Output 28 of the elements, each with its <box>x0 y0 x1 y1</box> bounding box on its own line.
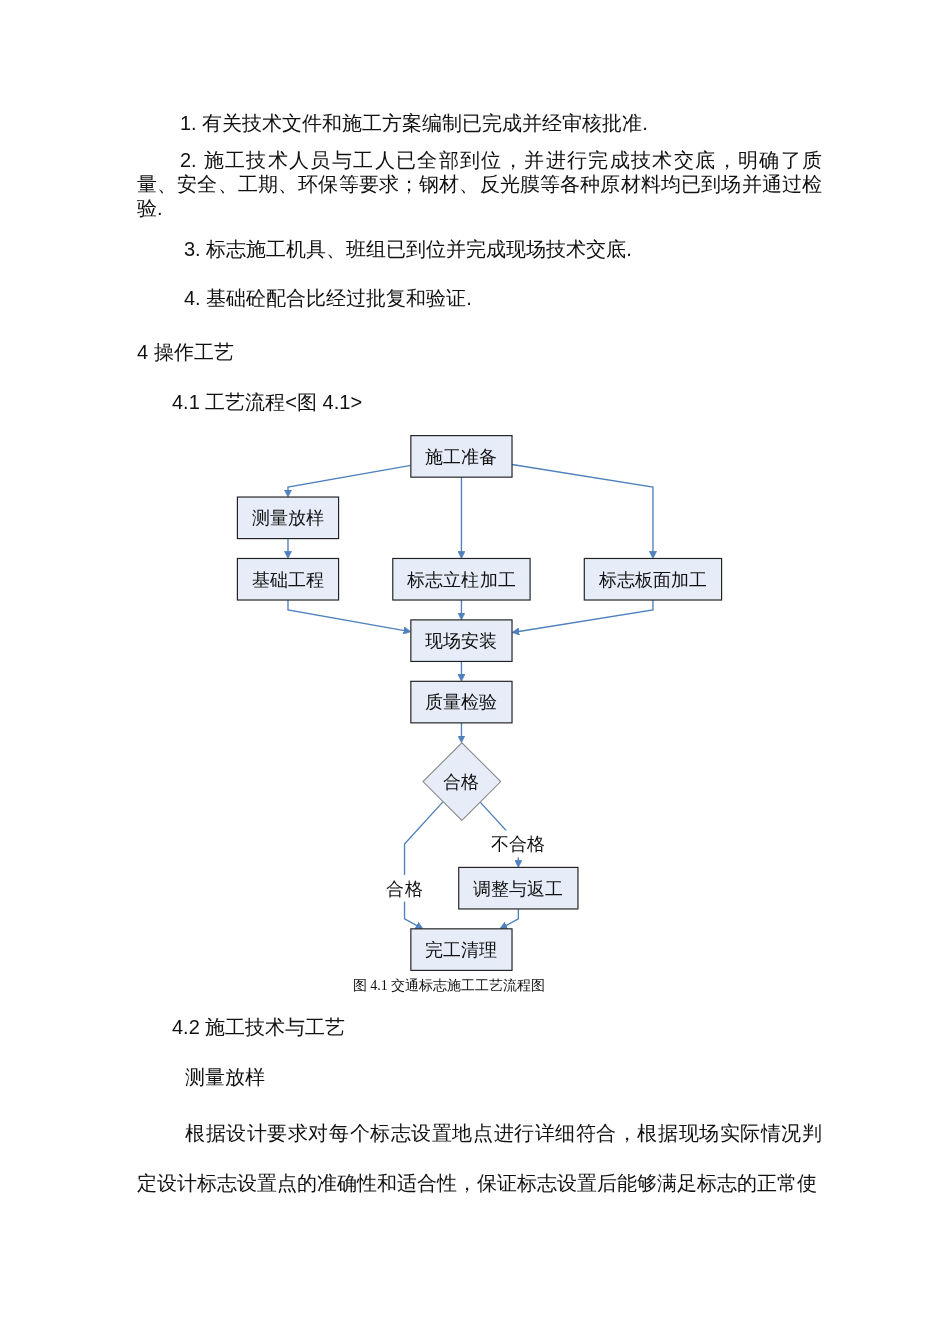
arrow <box>499 908 519 930</box>
edge-label: 合格 <box>386 878 423 899</box>
list-item: 2. 施工技术人员与工人已全部到位，并进行完成技术交底，明确了质量、安全、工期、环保等要求；钢材、反光膜等各种原材料均已到场并通过检验. <box>137 148 822 220</box>
arrow <box>457 660 466 682</box>
list-item: 1. 有关技术文件和施工方案编制已完成并经审核批准. <box>180 111 648 136</box>
node-diamond: 合格 <box>422 742 502 822</box>
arrow <box>457 599 466 621</box>
node-box: 施工准备 <box>410 435 513 478</box>
node-box: 调整与返工 <box>458 866 579 910</box>
arrow <box>284 537 292 559</box>
subsection-heading: 4.2 施工技术与工艺 <box>172 1015 346 1040</box>
figure-caption: 图 4.1 交通标志施工工艺流程图 <box>352 977 546 995</box>
edge-label: 不合格 <box>491 833 546 854</box>
node-box: 标志板面加工 <box>583 557 723 601</box>
list-item: 3. 标志施工机具、班组已到位并完成现场技术交底. <box>184 237 632 262</box>
node-box: 质量检验 <box>410 680 513 724</box>
section-heading: 4 操作工艺 <box>137 340 234 365</box>
arrow <box>457 722 466 744</box>
node-box: 现场安装 <box>410 619 513 663</box>
node-box: 标志立柱加工 <box>392 557 531 601</box>
node-box: 测量放样 <box>236 496 340 540</box>
subsection-heading: 4.1 工艺流程<图 4.1> <box>172 390 363 415</box>
paragraph: 根据设计要求对每个标志设置地点进行详细符合，根据现场实际情况判定设计标志设置点的准确性和适合性，保证标志设置后能够满足标志的正常使 <box>137 1121 822 1196</box>
node-box: 完工清理 <box>410 928 513 971</box>
arrow <box>457 476 466 559</box>
paragraph-heading: 测量放样 <box>185 1065 265 1090</box>
node-box: 基础工程 <box>236 557 340 601</box>
list-item: 4. 基础砼配合比经过批复和验证. <box>184 286 472 311</box>
